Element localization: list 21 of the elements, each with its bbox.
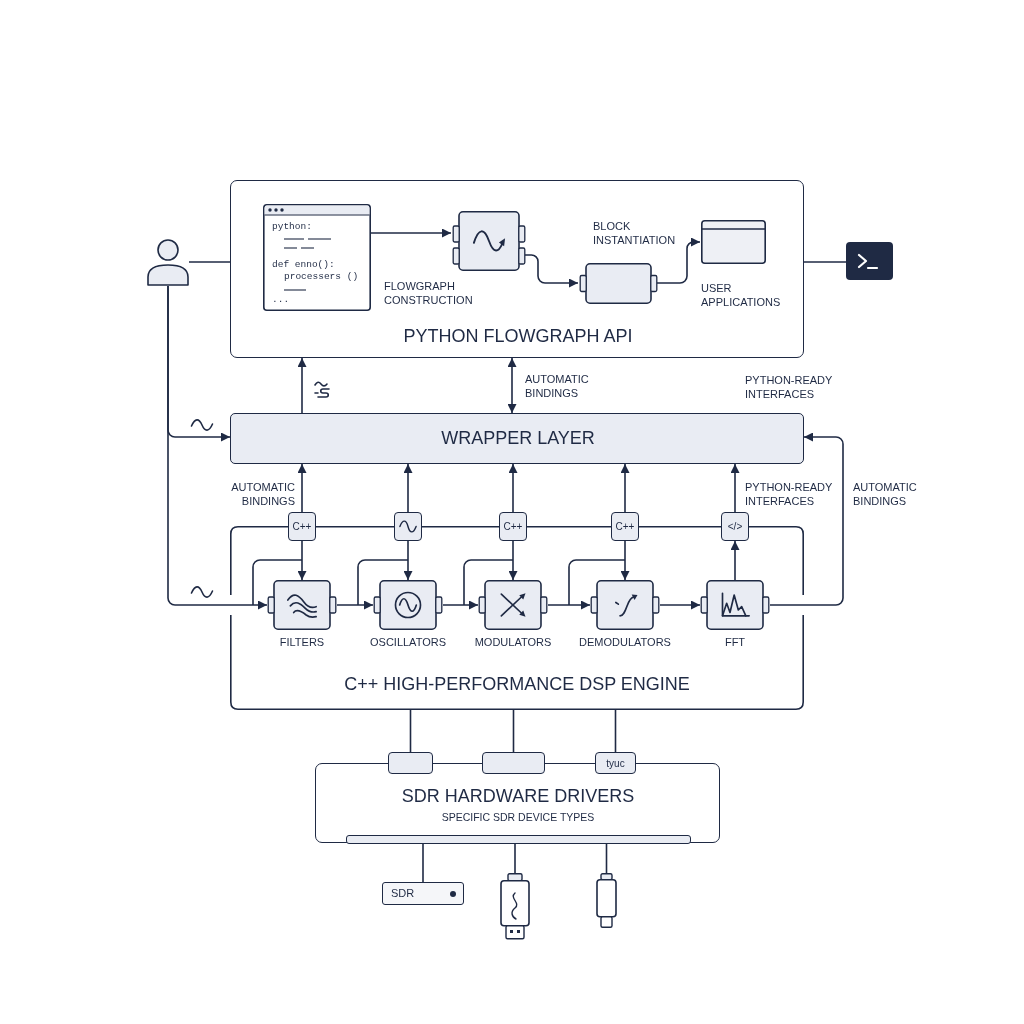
panel-title: WRAPPER LAYER [441,427,595,450]
code-line: processers () [284,271,359,282]
block-label: DEMODULATORS [579,636,671,650]
code-line: ... [272,294,290,305]
panel-title: C++ HIGH-PERFORMANCE DSP ENGINE [344,673,690,696]
chip-label: C++ [503,521,523,532]
block-label: FILTERS [279,636,325,650]
block-label: MODULATORS [474,636,552,650]
chip-label: C++ [292,521,312,532]
chip-label: tyuc [606,757,625,769]
device-label: SDR [391,887,415,901]
panel-title: SDR HARDWARE DRIVERS [401,785,635,808]
block-label: OSCILLATORS [370,636,446,650]
chip-label: </> [727,521,743,532]
window-label: USER APPLICATIONS [701,281,782,310]
panel-subtitle: SPECIFIC SDR DEVICE TYPES [441,811,595,825]
block-label: FFT [724,636,746,650]
chip-label: C++ [615,521,635,532]
panel-title: PYTHON FLOWGRAPH API [403,325,633,348]
code-line: python: [272,221,312,232]
code-line: def enno(): [272,259,335,270]
